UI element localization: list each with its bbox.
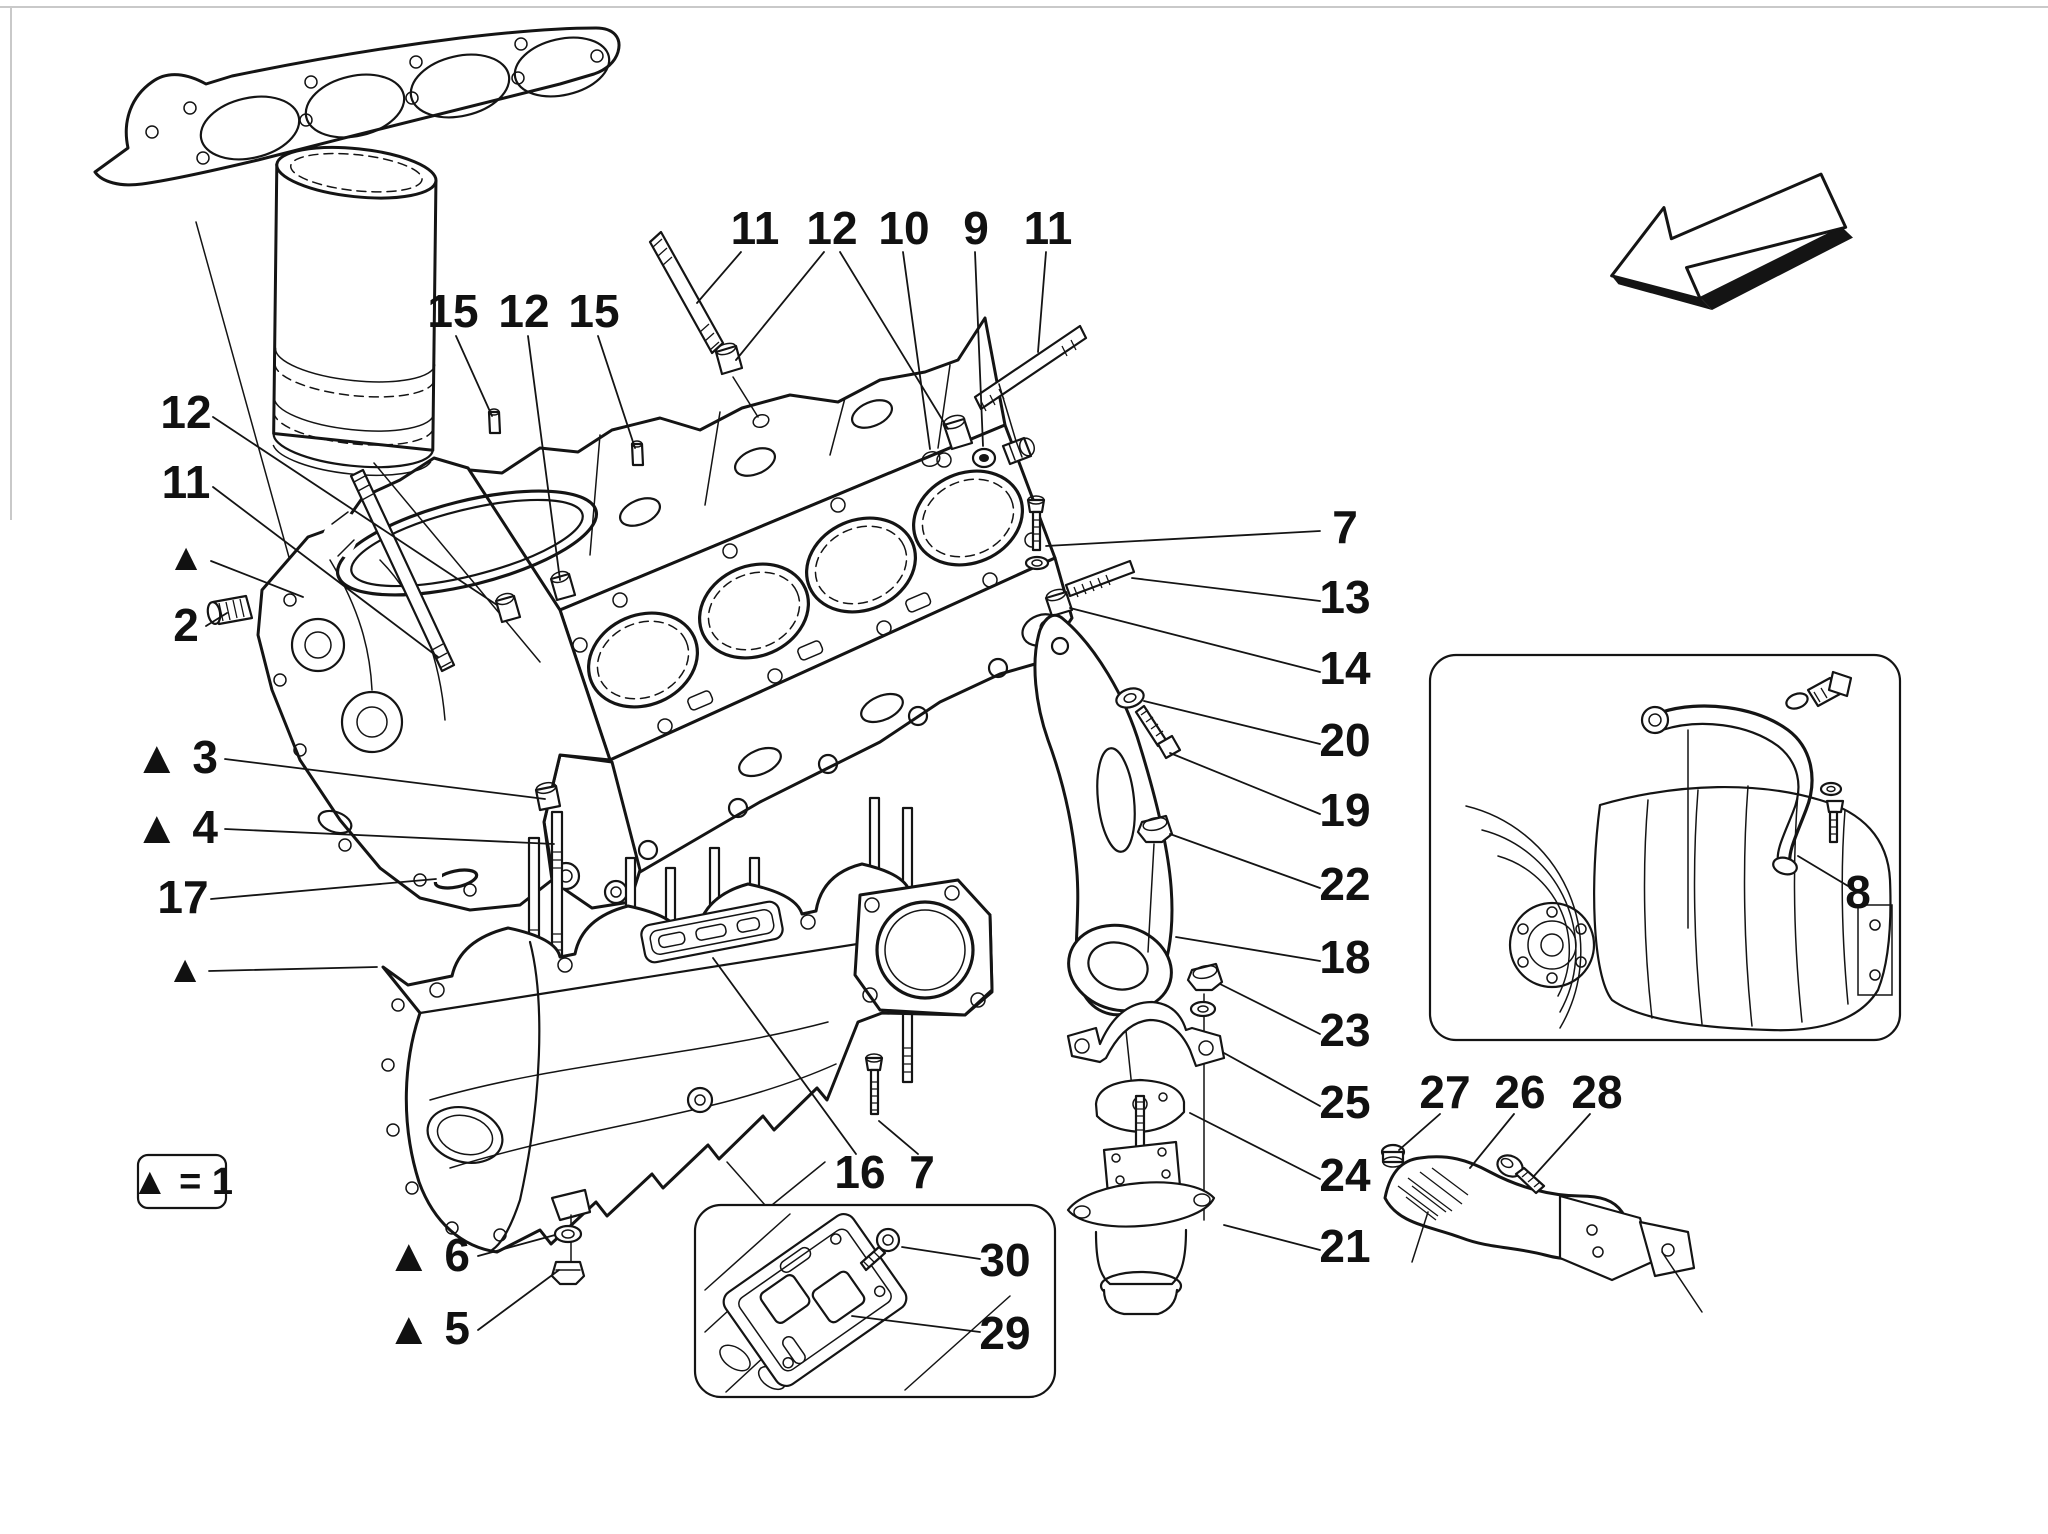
leader-line-27: [1398, 1113, 1441, 1151]
callout-tri-6: ▲ 6: [386, 1229, 470, 1281]
leader-line-30: [901, 1246, 981, 1260]
leader-line-19: [1169, 752, 1321, 815]
callout-21: 21: [1319, 1220, 1370, 1272]
callout-25: 25: [1319, 1076, 1370, 1128]
heat-shield-bracket: [1380, 1143, 1703, 1313]
callout-11-left: 11: [162, 456, 211, 508]
leader-line-7-lower: [878, 1120, 919, 1155]
callout-leader-lines: [205, 251, 1849, 1333]
callout-7-right: 7: [1332, 501, 1358, 553]
leader-line-24: [1189, 1112, 1321, 1180]
windage-tray: [640, 900, 784, 964]
cylinder-bores: [587, 469, 1024, 709]
leader-line-25: [1223, 1052, 1321, 1107]
leader-line-7-right: [1045, 530, 1321, 547]
direction-arrow-icon: [1610, 172, 1853, 310]
callout-18: 18: [1319, 931, 1370, 983]
callout-15-left: 15: [427, 285, 478, 337]
leader-line-26: [1469, 1113, 1515, 1169]
callout-17: 17: [157, 871, 208, 923]
leader-line-29: [851, 1315, 981, 1333]
leader-line-tri-4: [224, 828, 555, 845]
engine-mount-assembly: [1066, 962, 1226, 1316]
callout-2: 2: [173, 599, 199, 651]
leader-line-tri-upper: [210, 560, 304, 598]
callout-26: 26: [1494, 1066, 1545, 1118]
leader-line-20: [1143, 700, 1321, 745]
callout-10: 10: [878, 202, 929, 254]
callout-30: 30: [979, 1234, 1030, 1286]
leader-line-12-top: [735, 251, 825, 361]
legend-box: ▲ = 1: [131, 1153, 233, 1210]
sump-plate-inset: [693, 1161, 1057, 1399]
callout-tri-lower: ▲: [166, 949, 204, 991]
leader-line-10: [902, 251, 931, 450]
callout-tri-upper: ▲: [167, 537, 205, 579]
leader-line-21: [1223, 1224, 1321, 1251]
leader-line-12-top: [839, 251, 949, 430]
callout-13: 13: [1319, 571, 1370, 623]
leader-line-11-top: [696, 251, 742, 304]
leader-line-16: [712, 957, 857, 1155]
callout-tri-4: ▲ 4: [134, 801, 218, 853]
cylinder-liner: [272, 145, 438, 477]
leader-line-tri-3: [224, 758, 546, 800]
leader-line-15-left: [455, 335, 493, 417]
leader-line-22: [1169, 833, 1321, 889]
leader-line-17: [210, 878, 437, 900]
leader-line-8: [1797, 855, 1849, 887]
leader-line-13: [1131, 577, 1321, 602]
callout-22: 22: [1319, 858, 1370, 910]
leader-line-11-right: [1037, 251, 1047, 353]
callout-12-left: 12: [160, 386, 211, 438]
callout-14: 14: [1319, 642, 1371, 694]
callout-labels: 11 12 10 9 11 15 12 15 12 11 ▲ 2 ▲ 3 ▲ 4 17 ▲ ▲ 6 ▲ 5 16 7 7…: [134, 202, 1871, 1359]
leader-line-12-left: [212, 416, 498, 606]
callout-11-right: 11: [1024, 202, 1073, 254]
callout-27: 27: [1419, 1066, 1470, 1118]
head-gasket: [93, 26, 621, 598]
callout-8: 8: [1845, 866, 1871, 918]
leader-line-2: [205, 612, 228, 627]
callout-7-lower: 7: [909, 1146, 935, 1198]
callout-12-top: 12: [806, 202, 857, 254]
leader-line-15-right: [597, 335, 636, 449]
piston-ring: [317, 462, 599, 663]
leader-line-23: [1219, 983, 1321, 1035]
callout-20: 20: [1319, 714, 1370, 766]
callout-11-top: 11: [731, 202, 780, 254]
leader-line-18: [1175, 936, 1321, 962]
lower-crankcase: [381, 862, 994, 1286]
leader-line-11-left: [212, 486, 439, 658]
callout-tri-3: ▲ 3: [134, 731, 218, 783]
callout-29: 29: [979, 1307, 1030, 1359]
engine-mount-bracket: [1024, 495, 1182, 1017]
callout-16: 16: [834, 1146, 885, 1198]
leader-line-28: [1533, 1113, 1591, 1177]
callout-24: 24: [1319, 1149, 1371, 1201]
leader-line-tri-5: [477, 1269, 560, 1331]
leader-line-12-mid: [527, 335, 561, 581]
callout-19: 19: [1319, 784, 1370, 836]
legend-label: ▲ = 1: [131, 1161, 233, 1203]
callout-9: 9: [963, 202, 989, 254]
callout-12-mid: 12: [498, 285, 549, 337]
callout-15-right: 15: [568, 285, 619, 337]
callout-23: 23: [1319, 1004, 1370, 1056]
leader-line-tri-6: [477, 1234, 556, 1257]
leader-line-tri-lower: [208, 966, 378, 972]
leader-line-9: [974, 251, 984, 447]
leader-line-14: [1069, 607, 1321, 673]
callout-tri-5: ▲ 5: [386, 1302, 470, 1354]
bolt-7-lower: [864, 1053, 884, 1116]
callout-28: 28: [1571, 1066, 1622, 1118]
gearbox-inset: [1428, 653, 1902, 1042]
